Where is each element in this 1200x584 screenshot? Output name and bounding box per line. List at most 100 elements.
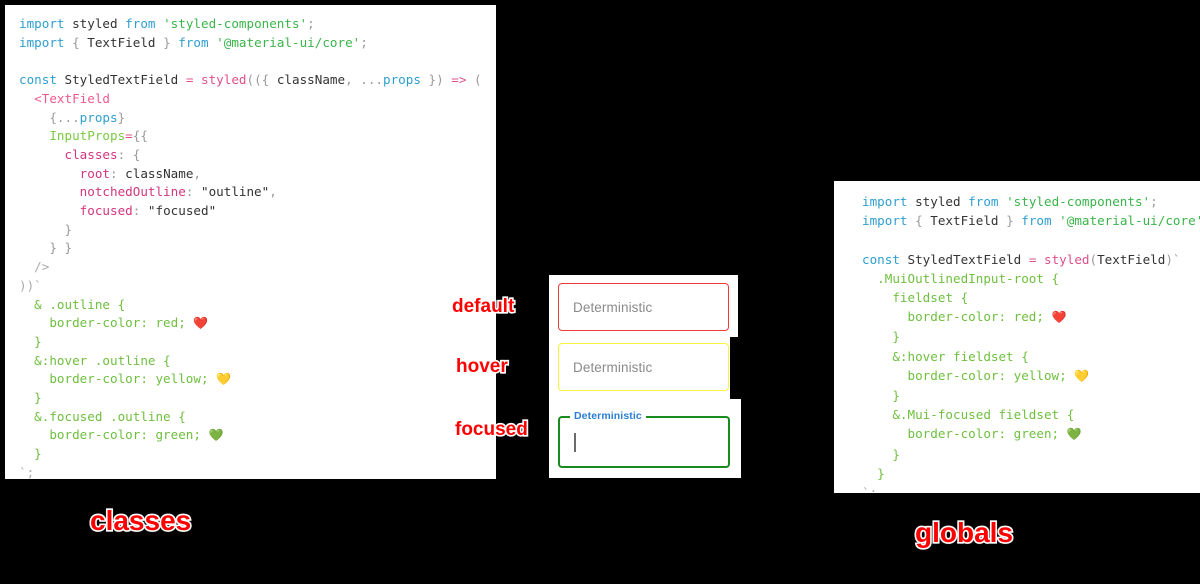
code-token: } [19,390,42,406]
code-token: border-color: green; [862,426,1067,442]
code-line: fieldset { [862,288,1200,307]
code-line: border-color: yellow; 💛 [862,366,1200,386]
code-token: => [443,72,475,88]
code-token: border-color: red; [862,309,1052,325]
code-token: } [862,446,900,462]
code-token: = [178,72,201,88]
code-token: &.Mui-focused fieldset { [862,407,1075,423]
textfield-focused-floating-label: Deterministic [570,410,646,422]
code-line: } } [19,239,496,258]
code-token: const [19,72,65,88]
code-line: root: className, [19,165,496,184]
code-token: &:hover fieldset { [862,348,1029,364]
code-line: import { TextField } from '@material-ui/… [862,211,1200,230]
code-token: { [72,34,80,50]
code-line [19,52,496,71]
code-line: border-color: green; 💚 [862,424,1200,444]
code-token: } [19,221,73,237]
code-token: notchedOutline [19,184,186,200]
code-token: /> [19,259,50,275]
code-line: } [19,389,496,408]
code-token: { [132,146,141,162]
code-line: &.focused .outline { [19,408,496,427]
code-line: &:hover .outline { [19,352,496,371]
code-token: '@material-ui/core' [1059,213,1200,229]
code-token: from [170,34,217,50]
code-token: from [1013,213,1060,229]
code-token: ... [56,109,80,125]
code-token: { [261,72,277,88]
code-line: border-color: yellow; 💛 [19,370,496,389]
code-line: } [862,464,1200,483]
code-line: ))` [19,277,496,296]
code-token: focused [19,203,133,219]
code-token: props [383,72,421,88]
textfield-focused[interactable]: Deterministic [558,410,730,468]
code-token: , [345,72,361,88]
code-token: 'styled-components' [1006,194,1151,209]
code-token: 💚 [208,428,224,443]
code-token: } [862,465,885,481]
code-line: const StyledTextField = styled(({ classN… [19,71,496,90]
code-line: /> [19,258,496,277]
code-token: StyledTextField [907,251,1022,267]
code-token: from [960,194,1007,209]
code-token: className [125,165,194,181]
code-token: '@material-ui/core' [216,34,361,50]
annotation-default: default [450,294,515,318]
textfield-hover[interactable]: Deterministic [558,343,729,391]
code-token: {{ [132,128,148,144]
code-token: styled [915,194,961,209]
code-token: : [132,203,148,219]
code-token: import [19,16,73,31]
code-line: } [19,445,496,464]
code-token: props [79,109,118,125]
code-line [862,230,1200,249]
code-token: &.focused .outline { [19,408,186,424]
textfield-default[interactable]: Deterministic [558,283,729,331]
code-token: import [862,194,916,209]
code-line: } [862,445,1200,464]
code-token: } [862,388,900,404]
code-token: ; [1150,194,1158,209]
code-token: styled [200,72,247,88]
code-line: & .outline { [19,296,496,315]
code-token: )` [1165,251,1181,267]
code-line: notchedOutline: "outline", [19,183,496,202]
code-block-classes: import styled from 'styled-components';i… [19,15,496,479]
code-token: `; [862,485,878,493]
code-token: ; [307,16,315,31]
code-line: border-color: green; 💚 [19,426,496,445]
code-line: } [862,386,1200,405]
code-line: classes: { [19,146,496,165]
code-token: } [862,329,900,345]
code-token: "focused" [147,203,217,219]
code-token: : [117,146,133,162]
textfield-demo-stack: Deterministic Deterministic Deterministi… [549,275,741,478]
code-block-globals: import styled from 'styled-components'; i… [862,192,1200,493]
code-token: border-color: yellow; [862,367,1075,383]
code-line: } [19,333,496,352]
demo-row-default: Deterministic [549,275,738,337]
code-token: } [117,109,126,125]
code-line: } [19,221,496,240]
code-token: ... [360,72,383,88]
code-token: ))` [19,277,42,293]
code-panel-globals: import styled from 'styled-components'; i… [834,181,1200,493]
code-token: 💛 [1074,368,1090,383]
caption-globals: globals [913,515,1014,549]
code-token: TextField [1097,251,1166,267]
code-token: TextField [922,213,1007,229]
code-line: InputProps={{ [19,127,496,146]
code-token: border-color: yellow; [19,371,217,387]
code-line: border-color: red; ❤️ [19,314,496,333]
code-token: { [915,213,923,229]
code-line: `; [19,464,496,479]
code-token: root [19,165,110,181]
code-token: className [276,72,346,88]
code-token: &:hover .outline { [19,352,171,368]
code-token: { [19,109,57,125]
code-line: {...props} [19,109,496,128]
code-token: ( [1089,251,1098,267]
code-panel-classes: import styled from 'styled-components';i… [5,5,496,479]
